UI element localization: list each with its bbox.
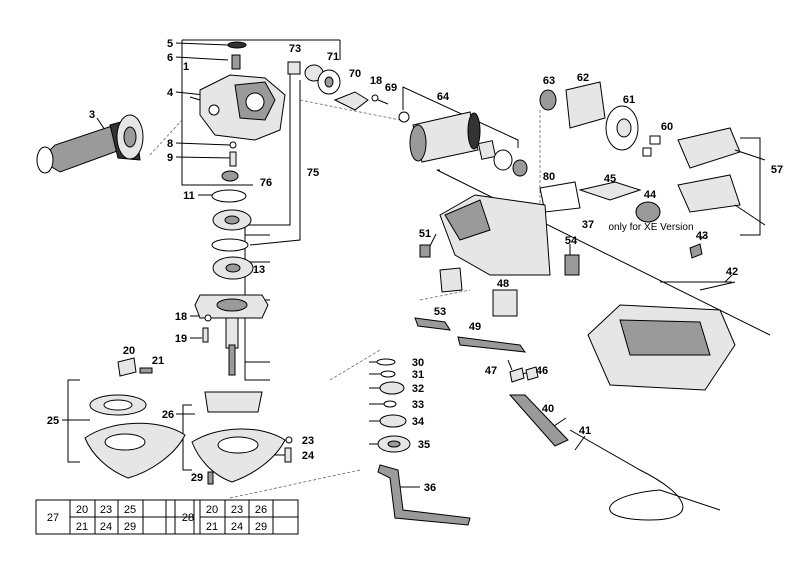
side-handle: [36, 114, 144, 174]
kit-27-cell: 21: [76, 521, 88, 533]
label-33: 33: [412, 399, 424, 411]
kit-28-cell: 21: [206, 521, 218, 533]
label-34: 34: [412, 416, 425, 428]
label-49: 49: [469, 321, 481, 333]
label-18b: 18: [370, 75, 382, 87]
label-80: 80: [543, 171, 555, 183]
label-51: 51: [419, 228, 431, 240]
kit-27-cell: 20: [76, 504, 88, 516]
spindle-assembly: [194, 189, 269, 376]
label-26: 26: [162, 409, 174, 421]
label-44: 44: [644, 189, 657, 201]
label-71: 71: [327, 51, 339, 63]
label-47: 47: [485, 365, 497, 377]
label-43: 43: [696, 230, 708, 242]
label-76: 76: [260, 177, 272, 189]
label-19: 19: [175, 333, 187, 345]
label-6: 6: [167, 52, 173, 64]
label-69: 69: [385, 82, 397, 94]
label-36: 36: [424, 482, 436, 494]
label-40: 40: [542, 403, 554, 415]
label-60: 60: [661, 121, 673, 133]
switch-parts: [414, 317, 539, 383]
xe-version-note: only for XE Version: [608, 222, 693, 233]
label-42: 42: [726, 266, 738, 278]
label-1: 1: [183, 61, 189, 73]
small-parts-upper: [189, 41, 389, 182]
label-64: 64: [437, 91, 450, 103]
kit-28-cell: 24: [231, 521, 243, 533]
label-45: 45: [604, 173, 616, 185]
kit-27-cell: 23: [100, 504, 112, 516]
kit-table-27: 27 20 23 25 21 24 29: [35, 499, 195, 535]
kit-table-28: 28 20 23 26 21 24 29: [174, 499, 299, 535]
flange-parts: [376, 358, 471, 526]
kit-27-cell: 25: [124, 504, 136, 516]
label-3: 3: [89, 109, 95, 121]
label-37: 37: [582, 219, 594, 231]
label-31: 31: [412, 369, 424, 381]
kit-27-label: 27: [47, 512, 59, 524]
label-18a: 18: [175, 311, 187, 323]
label-63: 63: [543, 75, 555, 87]
kit-28-cell: 26: [255, 504, 267, 516]
kit-28-cell: 20: [206, 504, 218, 516]
label-11: 11: [183, 190, 195, 202]
label-25: 25: [47, 415, 59, 427]
label-24: 24: [302, 450, 315, 462]
label-54: 54: [565, 235, 578, 247]
label-57: 57: [771, 164, 783, 176]
label-4: 4: [167, 87, 174, 99]
kit-28-cell: 29: [255, 521, 267, 533]
wheel-guard-25: [84, 394, 186, 479]
label-48: 48: [497, 278, 509, 290]
label-23: 23: [302, 435, 314, 447]
field-coils: [677, 127, 766, 226]
label-73: 73: [289, 43, 301, 55]
label-70: 70: [349, 68, 361, 80]
label-29: 29: [191, 472, 203, 484]
label-21: 21: [152, 355, 164, 367]
wheel-guard-26: [117, 357, 293, 485]
part-number-labels: 1 3 4 5 6 8 9 11 13 18 18 19 20 21 23 24…: [47, 38, 783, 494]
label-8: 8: [167, 138, 173, 150]
label-35: 35: [418, 439, 430, 451]
rear-housing: [587, 304, 736, 391]
kit-27-cell: 29: [124, 521, 136, 533]
label-32: 32: [412, 383, 424, 395]
label-5: 5: [167, 38, 173, 50]
label-41: 41: [579, 425, 591, 437]
label-46: 46: [536, 365, 548, 377]
brush-parts: [539, 181, 736, 291]
armature: [398, 111, 528, 177]
motor-housing: [419, 194, 580, 317]
label-30: 30: [412, 357, 424, 369]
label-20: 20: [123, 345, 135, 357]
kit-27-cell: 24: [100, 521, 112, 533]
label-62: 62: [577, 72, 589, 84]
label-9: 9: [167, 152, 173, 164]
label-53: 53: [434, 306, 446, 318]
label-61: 61: [623, 94, 635, 106]
gear-housing: [199, 74, 286, 141]
label-13: 13: [253, 264, 265, 276]
kit-28-cell: 23: [231, 504, 243, 516]
label-75: 75: [307, 167, 319, 179]
cord-parts: [508, 394, 721, 521]
motor-rear-parts: [539, 81, 661, 157]
kit-28-label: 28: [182, 512, 194, 524]
